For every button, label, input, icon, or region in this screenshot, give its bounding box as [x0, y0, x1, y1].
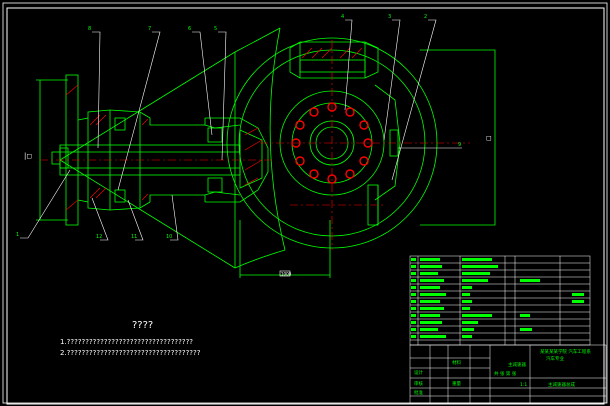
notes-line-1: 1.??????????????????????????????????	[60, 338, 193, 346]
title-drawing-name: 主减速器	[508, 361, 526, 368]
title-checker: 审核	[414, 380, 423, 387]
bolt-holes	[291, 102, 373, 184]
leader-tags: 8 7 6 5 4 3 2 1 12 11 10 9	[16, 14, 461, 240]
svg-text:6: 6	[188, 26, 191, 32]
leader-lines	[20, 19, 462, 241]
title-school: 某某某某学院 汽车工程系	[540, 348, 591, 355]
svg-text:7: 7	[148, 26, 151, 32]
svg-text:10: 10	[166, 234, 172, 240]
dimension-bottom-box	[279, 270, 291, 277]
section-hatching	[65, 47, 363, 211]
svg-text:1: 1	[16, 232, 19, 238]
title-school-2: 汽车专业	[546, 355, 564, 362]
assembly-outline	[36, 27, 496, 278]
title-sheet: 共 张 第 张	[494, 370, 517, 377]
title-weight: 重量	[452, 380, 461, 387]
parts-list-cells	[411, 258, 584, 338]
dimension-bottom: 1000	[281, 271, 292, 276]
notes-line-2: 2.????????????????????????????????????	[60, 349, 201, 357]
drawing-inner-frame	[6, 7, 605, 405]
svg-text:8: 8	[88, 26, 91, 32]
title-scale: 1:1	[520, 382, 527, 388]
title-designer: 设计	[414, 369, 423, 376]
svg-text:4: 4	[341, 14, 344, 20]
notes-title: ????	[132, 320, 153, 331]
center-lines	[40, 40, 470, 250]
title-block-text: 主减速器 某某某某学院 汽车工程系 汽车专业 主减速器总成 1:1 共 张 第 …	[414, 348, 591, 396]
title-material: 材料	[452, 359, 461, 366]
dimension-left: |◻	[24, 152, 32, 160]
title-approve: 批准	[414, 389, 423, 396]
svg-text:3: 3	[388, 14, 391, 20]
svg-text:5: 5	[214, 26, 217, 32]
svg-text:2: 2	[424, 14, 427, 20]
svg-text:11: 11	[131, 234, 137, 240]
parts-list	[409, 255, 591, 346]
dimension-right: ◻	[486, 134, 492, 142]
title-drawing-number: 主减速器总成	[548, 381, 575, 388]
svg-text:9: 9	[458, 142, 461, 148]
title-block	[409, 344, 607, 404]
svg-text:12: 12	[96, 234, 102, 240]
